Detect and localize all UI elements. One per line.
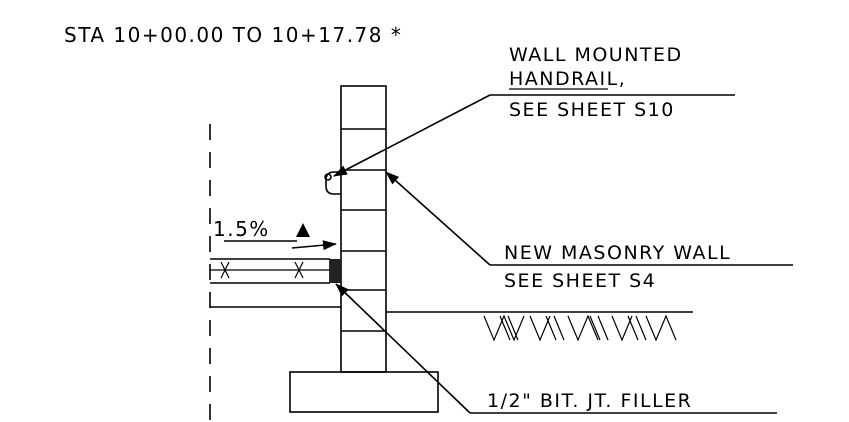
joint-mark-right	[294, 261, 304, 279]
masonry-wall	[340, 85, 387, 373]
handrail-leader-arrow	[333, 94, 491, 177]
filler-leader-arrow	[335, 283, 471, 414]
slope-triangle-icon	[296, 223, 310, 237]
slope-arrow	[291, 240, 337, 251]
wall-note-line1: NEW MASONRY WALL	[504, 242, 731, 264]
handrail-note-line2: HANDRAIL,	[509, 68, 626, 90]
handrail-note-line3: SEE SHEET S10	[509, 99, 675, 121]
filler-note: 1/2" BIT. JT. FILLER	[487, 390, 692, 412]
wall-footing	[289, 371, 439, 413]
handrail-note-line1: WALL MOUNTED	[509, 44, 683, 66]
joint-filler	[330, 259, 341, 283]
handrail-bracket	[324, 171, 341, 195]
wall-leader-arrow	[385, 171, 491, 266]
station-label: STA 10+00.00 TO 10+17.78 *	[64, 23, 402, 47]
joint-mark-left	[220, 261, 230, 279]
slope-label: 1.5%	[213, 217, 270, 241]
wall-note-line2: SEE SHEET S4	[504, 270, 656, 292]
slab	[210, 258, 331, 284]
earth-hatch	[386, 311, 693, 342]
